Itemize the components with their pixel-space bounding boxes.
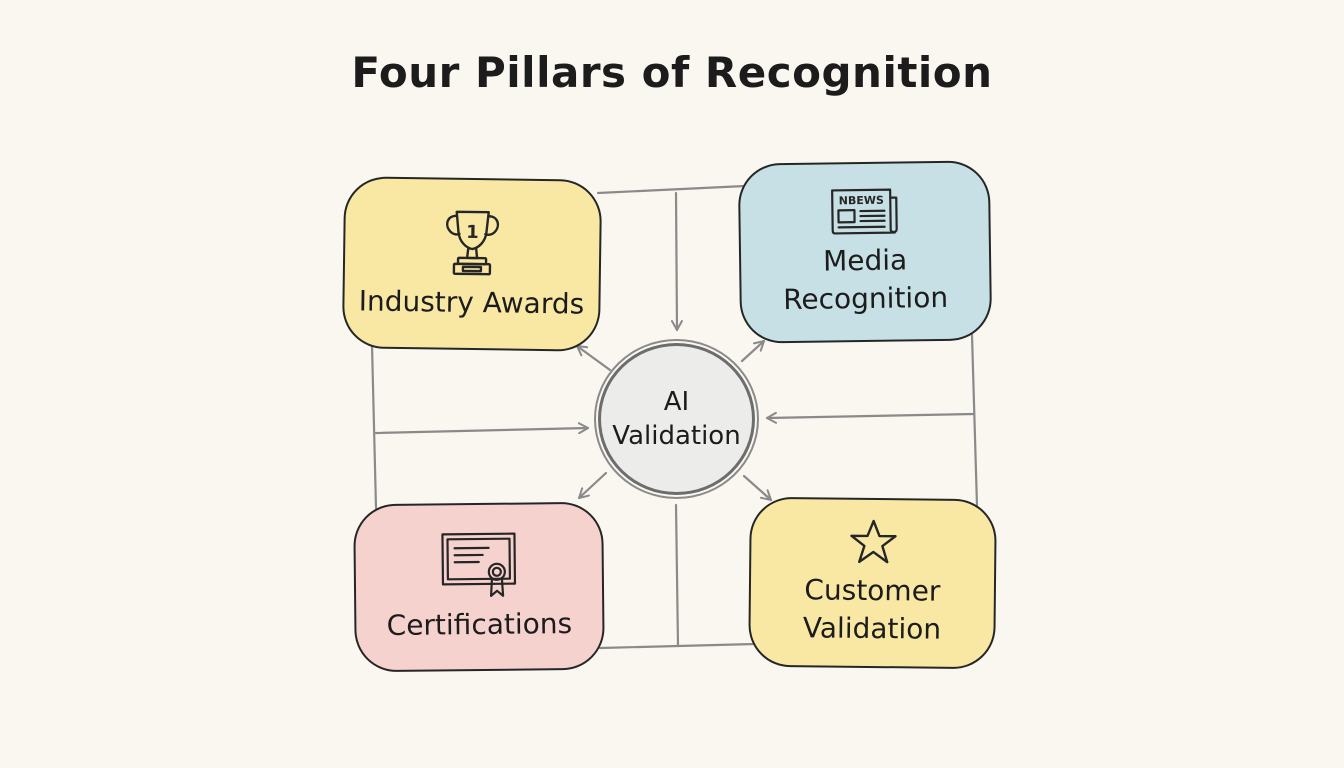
arrow-to-media <box>740 339 766 363</box>
center-hub-ai-validation: AI Validation <box>598 343 755 495</box>
arrow-top-down <box>670 191 683 332</box>
hub-label-validation: Validation <box>612 421 741 451</box>
arrow-right-in <box>765 411 976 424</box>
connector-bottom-vertical <box>674 503 680 648</box>
pillar-customer-validation: Customer Validation <box>748 496 997 670</box>
hub-label-ai: AI <box>663 387 690 417</box>
certificate-icon <box>441 532 517 597</box>
connector-top <box>596 184 747 195</box>
pillar-media-recognition: NBEWS Media Recognition <box>737 160 993 344</box>
pillar-label-recognition: Recognition <box>782 280 949 317</box>
pillar-label-certifications: Certifications <box>386 607 573 642</box>
connector-left <box>370 343 378 510</box>
trophy-rank-text: 1 <box>466 222 479 243</box>
arrow-to-awards <box>575 344 612 372</box>
pillar-industry-awards: 1 Industry Awards <box>341 176 603 352</box>
pillar-label-customer: Customer <box>804 573 941 608</box>
pillar-certifications: Certifications <box>353 501 605 673</box>
newspaper-icon: NBEWS <box>831 188 898 235</box>
newspaper-headline-text: NBEWS <box>839 194 884 208</box>
pillar-label-validation: Validation <box>802 611 942 646</box>
arrow-to-customer <box>742 474 773 502</box>
pillar-label-industry-awards: Industry Awards <box>358 284 585 321</box>
arrow-left-in <box>374 422 590 435</box>
star-icon <box>849 519 897 564</box>
page-title: Four Pillars of Recognition <box>351 48 993 97</box>
pillar-label-media: Media <box>822 243 908 278</box>
arrow-to-cert <box>577 471 608 500</box>
connector-right <box>970 333 979 508</box>
trophy-icon: 1 <box>445 210 500 276</box>
